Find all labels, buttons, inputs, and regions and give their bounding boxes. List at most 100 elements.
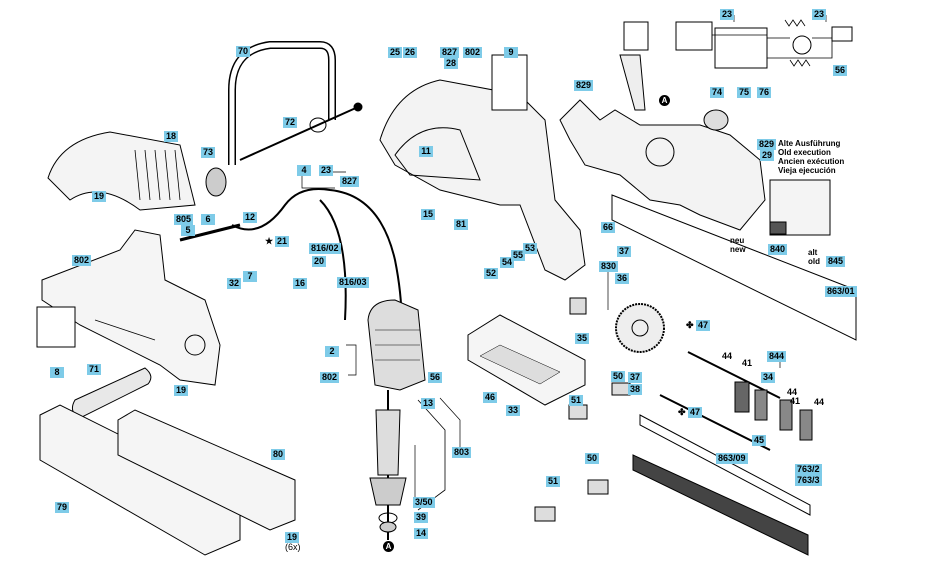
part-label-72: 72	[283, 117, 298, 128]
part-label-2: 2	[325, 346, 339, 357]
part-label-44-a: 44	[722, 351, 733, 361]
part-label-8: 8	[50, 367, 64, 378]
neu-new-note: neu new	[730, 236, 746, 254]
alt-text: alt	[808, 248, 818, 257]
part-label-38: 38	[628, 384, 643, 395]
part-label-37-b: 37	[628, 372, 643, 383]
part-label-827-b: 827	[440, 47, 460, 58]
part-label-863-01: 863/01	[825, 286, 857, 297]
execution-note-es: Vieja ejecución	[778, 166, 836, 175]
cross-marker-1: ✤	[686, 320, 694, 330]
part-label-76: 76	[757, 87, 772, 98]
part-label-46: 46	[483, 392, 498, 403]
part-label-827-a: 827	[340, 176, 360, 187]
part-label-12: 12	[243, 212, 258, 223]
part-label-19-c: 19	[285, 532, 300, 543]
part-label-16: 16	[293, 278, 308, 289]
part-label-840: 840	[768, 244, 788, 255]
part-label-41-b: 41	[790, 396, 801, 406]
part-label-50-a: 50	[611, 371, 626, 382]
part-label-50-b: 50	[585, 453, 600, 464]
part-label-23-b: 23	[720, 9, 735, 20]
part-label-29: 29	[760, 150, 775, 161]
part-label-4: 4	[297, 165, 311, 176]
part-label-802-b: 802	[72, 255, 92, 266]
part-label-21: 21	[275, 236, 290, 247]
part-label-54: 54	[500, 257, 515, 268]
execution-note-fr: Ancien exécution	[778, 157, 845, 166]
part-label-20: 20	[312, 256, 327, 267]
star-marker: ★	[265, 236, 274, 246]
part-label-47-b: 47	[688, 407, 703, 418]
part-label-39: 39	[414, 512, 429, 523]
part-label-3-50: 3/50	[413, 497, 435, 508]
part-label-56-a: 56	[428, 372, 443, 383]
part-label-863-09: 863/09	[716, 453, 748, 464]
part-label-28: 28	[444, 58, 459, 69]
part-label-18: 18	[164, 131, 179, 142]
new-text: new	[730, 245, 746, 254]
execution-note-en: Old execution	[778, 148, 831, 157]
part-label-37-a: 37	[617, 246, 632, 257]
neu-text: neu	[730, 236, 745, 245]
part-label-830: 830	[599, 261, 619, 272]
part-label-19-a: 19	[92, 191, 107, 202]
marker-a-bottom: A	[383, 541, 394, 552]
part-label-71: 71	[87, 364, 102, 375]
part-label-81: 81	[454, 219, 469, 230]
part-label-26: 26	[403, 47, 418, 58]
part-label-829-b: 829	[757, 139, 777, 150]
part-label-74: 74	[710, 87, 725, 98]
part-label-844: 844	[767, 351, 787, 362]
part-label-7: 7	[243, 271, 257, 282]
part-label-73: 73	[201, 147, 216, 158]
quantity-6x: (6x)	[285, 542, 301, 552]
part-label-15: 15	[421, 209, 436, 220]
part-label-80: 80	[271, 449, 286, 460]
part-label-6: 6	[201, 214, 215, 225]
part-label-32: 32	[227, 278, 242, 289]
part-label-802-c: 802	[320, 372, 340, 383]
execution-note: Alte Ausführung Old execution Ancien exé…	[778, 139, 844, 175]
part-label-44-c: 44	[814, 397, 825, 407]
part-label-805: 805	[174, 214, 194, 225]
part-label-845: 845	[826, 256, 846, 267]
part-label-53: 53	[523, 243, 538, 254]
part-label-47-a: 47	[696, 320, 711, 331]
part-label-763-3: 763/3	[795, 475, 822, 486]
part-label-23-a: 23	[319, 165, 334, 176]
part-label-34: 34	[761, 372, 776, 383]
execution-note-de: Alte Ausführung	[778, 139, 841, 148]
part-label-25: 25	[388, 47, 403, 58]
part-label-33: 33	[506, 405, 521, 416]
part-label-14: 14	[414, 528, 429, 539]
alt-old-note: alt old	[808, 248, 820, 266]
part-label-75: 75	[737, 87, 752, 98]
part-label-816-02: 816/02	[309, 243, 341, 254]
marker-a-top: A	[659, 95, 670, 106]
part-label-23-c: 23	[812, 9, 827, 20]
part-label-11: 11	[419, 146, 433, 157]
part-label-51-b: 51	[546, 476, 561, 487]
part-label-51-a: 51	[569, 395, 584, 406]
part-label-45: 45	[752, 435, 767, 446]
part-label-9: 9	[504, 47, 518, 58]
part-label-13: 13	[421, 398, 436, 409]
part-label-763-2: 763/2	[795, 464, 822, 475]
part-label-816-03: 816/03	[337, 277, 369, 288]
part-label-79: 79	[55, 502, 70, 513]
part-label-5: 5	[181, 225, 195, 236]
part-label-55: 55	[511, 250, 526, 261]
part-label-829-a: 829	[574, 80, 594, 91]
part-label-66: 66	[601, 222, 616, 233]
old-text: old	[808, 257, 820, 266]
cross-marker-2: ✤	[678, 407, 686, 417]
part-label-19-b: 19	[174, 385, 189, 396]
part-label-56-b: 56	[833, 65, 848, 76]
part-label-52: 52	[484, 268, 499, 279]
part-label-35: 35	[575, 333, 590, 344]
part-label-803: 803	[452, 447, 472, 458]
part-label-36: 36	[615, 273, 630, 284]
